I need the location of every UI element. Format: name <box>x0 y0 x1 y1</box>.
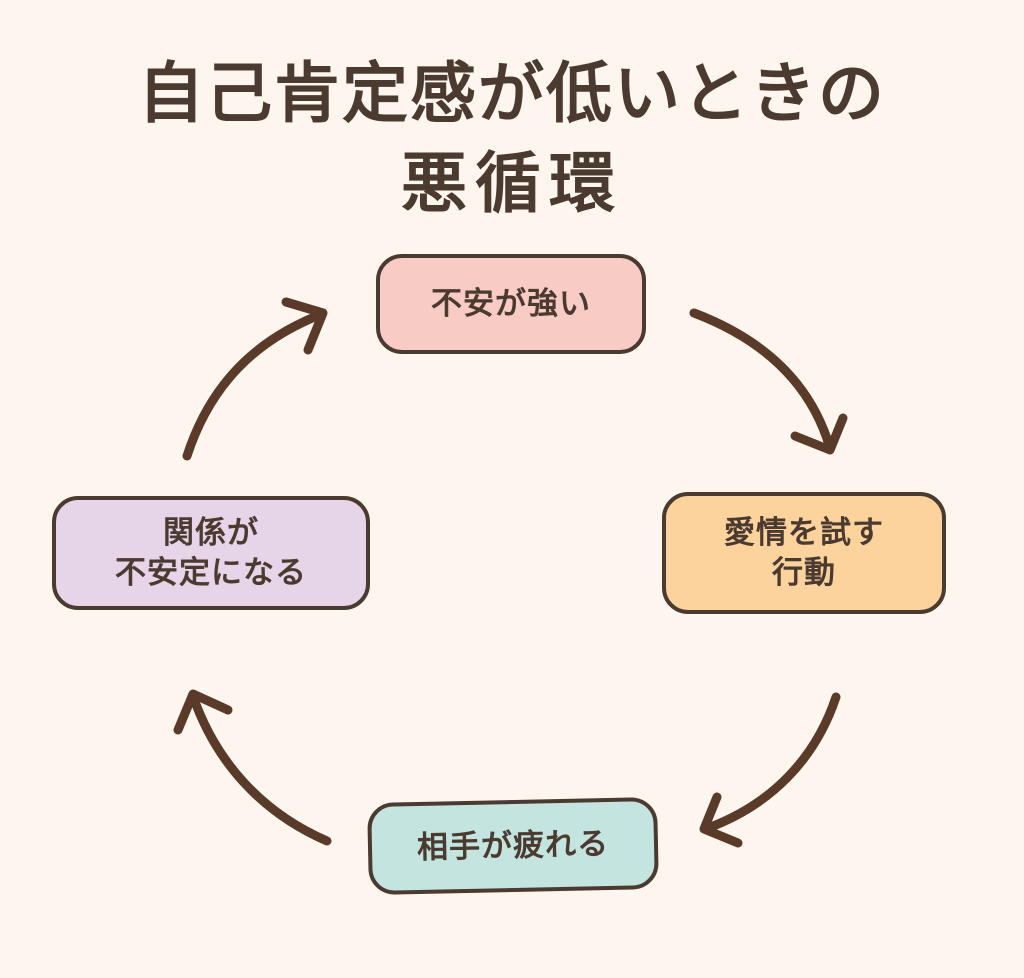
diagram-title-line-1: 自己肯定感が低いときの <box>138 55 886 132</box>
cycle-node-partner-tired: 相手が疲れる <box>367 796 659 896</box>
arrow-right-to-bottom-head <box>699 792 743 848</box>
arrow-top-to-right-head <box>790 413 848 455</box>
arrow-bottom-to-left-shaft <box>188 691 332 846</box>
arrow-bottom-to-left <box>173 689 332 846</box>
arrow-left-to-top <box>182 297 328 461</box>
arrow-right-to-bottom <box>699 692 841 848</box>
node-label-line-2: 不安定になる <box>115 555 307 591</box>
arrow-top-to-right <box>689 308 848 455</box>
node-label-line-1: 関係が <box>163 515 259 551</box>
node-label-line-1: 愛情を試す <box>724 515 884 551</box>
node-label: 不安が強い <box>431 286 591 322</box>
arrow-left-to-top-head <box>281 297 328 355</box>
diagram-title-line-2: 悪循環 <box>401 145 623 222</box>
arrow-right-to-bottom-shaft <box>703 692 841 833</box>
cycle-node-testing-love: 愛情を試す 行動 <box>662 492 946 614</box>
arrow-top-to-right-shaft <box>689 308 835 453</box>
cycle-node-anxiety: 不安が強い <box>376 254 646 354</box>
arrow-bottom-to-left-head <box>173 689 233 735</box>
node-label: 相手が疲れる <box>416 825 610 867</box>
cycle-node-unstable-relationship: 関係が 不安定になる <box>52 496 370 610</box>
node-label-line-2: 行動 <box>772 555 836 591</box>
arrow-left-to-top-shaft <box>182 309 327 461</box>
